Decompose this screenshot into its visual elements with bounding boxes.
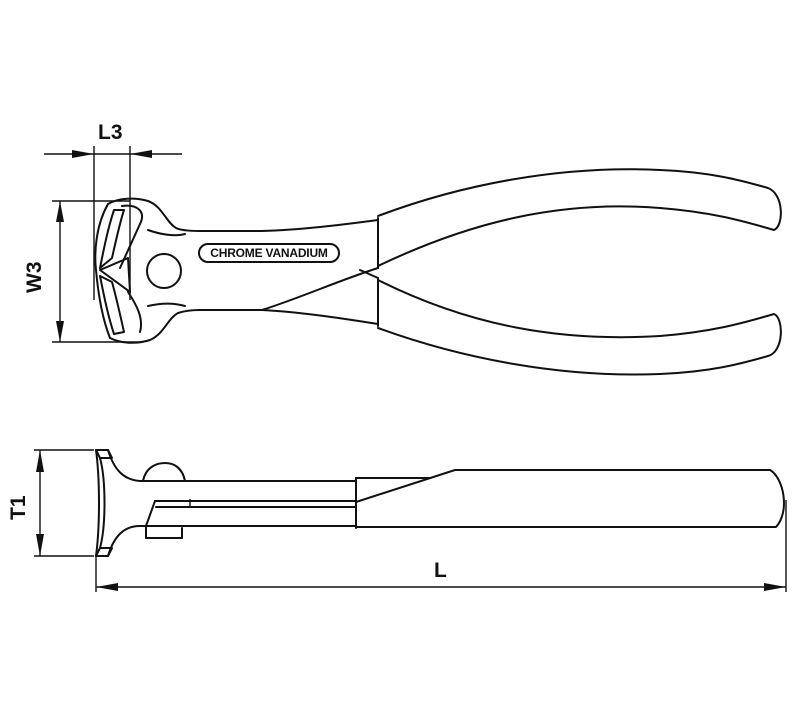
side-view xyxy=(34,449,787,592)
lower-tab xyxy=(145,525,183,539)
l3-label: L3 xyxy=(98,121,123,144)
lower-jaw-inner xyxy=(127,291,142,333)
w3-label: W3 xyxy=(23,261,46,294)
head-inner-bottom xyxy=(147,302,186,307)
top-view xyxy=(44,146,782,376)
upper-bevel xyxy=(99,209,125,269)
grip-outline xyxy=(355,469,785,528)
lower-handle xyxy=(377,279,782,376)
jaw-cross-line xyxy=(359,269,379,279)
cutting-edge xyxy=(99,257,131,293)
head-inner-top xyxy=(147,229,186,237)
l-label: L xyxy=(434,559,447,582)
arrow-icon xyxy=(36,450,44,472)
head-face-inner xyxy=(99,457,106,549)
arrow-icon xyxy=(56,321,64,342)
upper-handle xyxy=(377,168,782,267)
head-neck-top xyxy=(107,449,141,482)
chrome-vanadium-stamp: CHROME VANADIUM xyxy=(198,243,340,263)
head-neck-bottom xyxy=(107,525,141,557)
head-bottom-edge xyxy=(109,309,379,344)
arrow-icon xyxy=(130,150,152,158)
arm-slot-angle xyxy=(145,500,156,527)
arrow-icon xyxy=(96,583,118,591)
head-top-edge xyxy=(107,197,379,232)
head-face-top xyxy=(95,449,113,459)
arrow-icon xyxy=(764,583,786,591)
t1-label: T1 xyxy=(7,495,30,520)
jaw-cross-line xyxy=(261,267,379,311)
head-face-bottom xyxy=(95,547,113,557)
pivot-rivet xyxy=(146,253,182,289)
lower-bevel xyxy=(99,275,125,335)
arrow-icon xyxy=(56,201,64,222)
rivet-dome xyxy=(142,462,186,482)
arrow-icon xyxy=(72,150,94,158)
head-face xyxy=(95,449,100,557)
jaw-front xyxy=(94,203,111,339)
arrow-icon xyxy=(36,534,44,556)
upper-jaw-inner xyxy=(119,204,143,269)
